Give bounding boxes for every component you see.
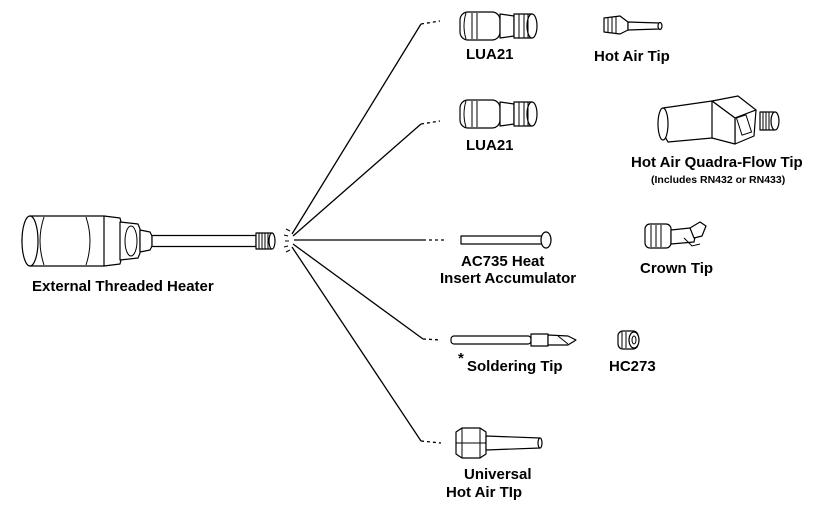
external-threaded-heater-drawing	[21, 215, 276, 267]
quadra-flow-tip-note: (Includes RN432 or RN433)	[651, 174, 786, 186]
hot-air-tip-label: Hot Air Tip	[594, 48, 670, 65]
hc273-drawing	[617, 330, 640, 350]
soldering-tip-drawing	[450, 333, 577, 347]
hc273-label: HC273	[609, 358, 656, 375]
soldering-tip-label: Soldering Tip	[467, 358, 563, 375]
universal-tip-label-line2: Hot Air TIp	[446, 484, 523, 501]
ac735-accumulator-drawing	[460, 231, 552, 249]
crown-tip-label: Crown Tip	[640, 260, 714, 277]
crown-tip-drawing	[644, 221, 707, 249]
hub-marks	[283, 228, 291, 253]
lua21-drawing-1	[459, 11, 538, 41]
connector-lines	[291, 20, 446, 444]
universal-tip-label-line1: Universal	[464, 466, 532, 483]
accumulator-label-line1: AC735 Heat	[461, 253, 545, 270]
hot-air-tip-drawing	[603, 15, 663, 35]
soldering-tip-marker: *	[458, 350, 464, 367]
universal-hot-air-tip-drawing	[455, 427, 543, 459]
lua21-drawing-2	[459, 99, 538, 129]
quadra-flow-tip-label: Hot Air Quadra-Flow Tip	[631, 154, 803, 171]
accumulator-label-line2: Insert Accumulator	[440, 270, 577, 287]
part-label-lua21-2: LUA21	[466, 137, 514, 154]
quadra-flow-tip-drawing	[657, 95, 780, 145]
heater-label: External Threaded Heater	[32, 278, 214, 295]
part-label-lua21-1: LUA21	[466, 46, 514, 63]
